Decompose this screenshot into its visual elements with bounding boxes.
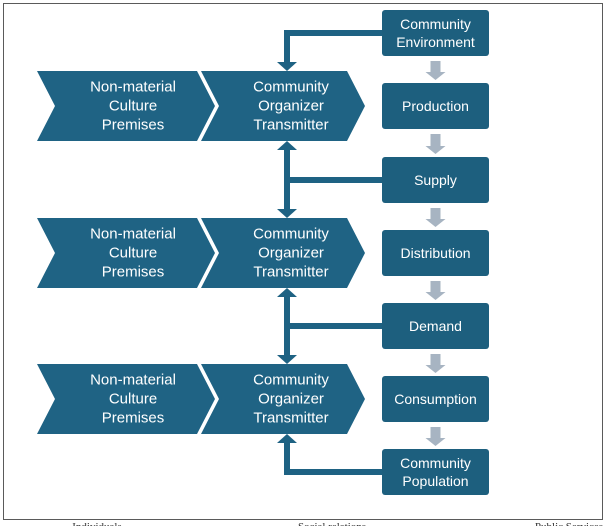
transmitter-label-line: Organizer xyxy=(258,245,324,262)
premise-label-line: Premises xyxy=(102,264,165,281)
transmitter-label-line: Community xyxy=(253,226,329,243)
premise-label-line: Premises xyxy=(102,410,165,427)
stage-label: Supply xyxy=(414,172,457,188)
cutoff-caption-layer: Individuals Social relations Public Servic… xyxy=(72,521,603,526)
flow-arrow xyxy=(425,281,446,300)
premise-label-line: Culture xyxy=(109,245,157,262)
transmitter-label-line: Transmitter xyxy=(253,264,328,281)
premise-label-line: Culture xyxy=(109,98,157,115)
production-box: Production xyxy=(382,83,489,129)
stage-label-line: Distribution xyxy=(400,245,470,261)
flow-arrow xyxy=(425,354,446,373)
distribution-box: Distribution xyxy=(382,230,489,276)
connector-arrowhead xyxy=(277,355,297,364)
stage-label-line: Environment xyxy=(396,34,475,50)
flow-arrow xyxy=(425,208,446,227)
transmitter-label-line: Community xyxy=(253,372,329,389)
connector-arrowhead xyxy=(277,209,297,218)
connector-arrowhead xyxy=(277,434,297,443)
stage-label-line: Community xyxy=(400,455,471,471)
premise-label-line: Non-material xyxy=(90,372,176,389)
cutoff-caption: Individuals xyxy=(72,521,122,526)
stage-label-line: Consumption xyxy=(394,391,477,407)
stage-label-line: Demand xyxy=(409,318,462,334)
transmitter-label-line: Organizer xyxy=(258,391,324,408)
connector-arrowhead xyxy=(277,62,297,71)
stage-label: Demand xyxy=(409,318,462,334)
stage-label: Distribution xyxy=(400,245,470,261)
stage-label: Production xyxy=(402,98,469,114)
stage-label: Consumption xyxy=(394,391,477,407)
transmitter-label-line: Organizer xyxy=(258,98,324,115)
transmitter-label-line: Transmitter xyxy=(253,410,328,427)
stage-label-line: Supply xyxy=(414,172,457,188)
flow-arrow xyxy=(425,61,446,80)
cutoff-caption: Public Services xyxy=(535,521,603,526)
premise-label-line: Non-material xyxy=(90,226,176,243)
flow-arrow xyxy=(425,427,446,446)
premise-label-line: Premises xyxy=(102,117,165,134)
transmitter-label-line: Community xyxy=(253,79,329,96)
cutoff-caption: Social relations xyxy=(298,521,366,526)
connector-arrowhead xyxy=(277,141,297,150)
premise-label-line: Culture xyxy=(109,391,157,408)
connector-arrowhead xyxy=(277,288,297,297)
demand-box: Demand xyxy=(382,303,489,349)
stage-label-line: Community xyxy=(400,16,471,32)
connector-layer xyxy=(277,30,385,475)
transmitter-label-line: Transmitter xyxy=(253,117,328,134)
stage-label-line: Population xyxy=(402,473,468,489)
consumption-box: Consumption xyxy=(382,376,489,422)
flow-arrow xyxy=(425,134,446,154)
flow-arrow-layer xyxy=(425,61,446,446)
supply-box: Supply xyxy=(382,157,489,203)
stage-label-line: Production xyxy=(402,98,469,114)
premise-label-line: Non-material xyxy=(90,79,176,96)
